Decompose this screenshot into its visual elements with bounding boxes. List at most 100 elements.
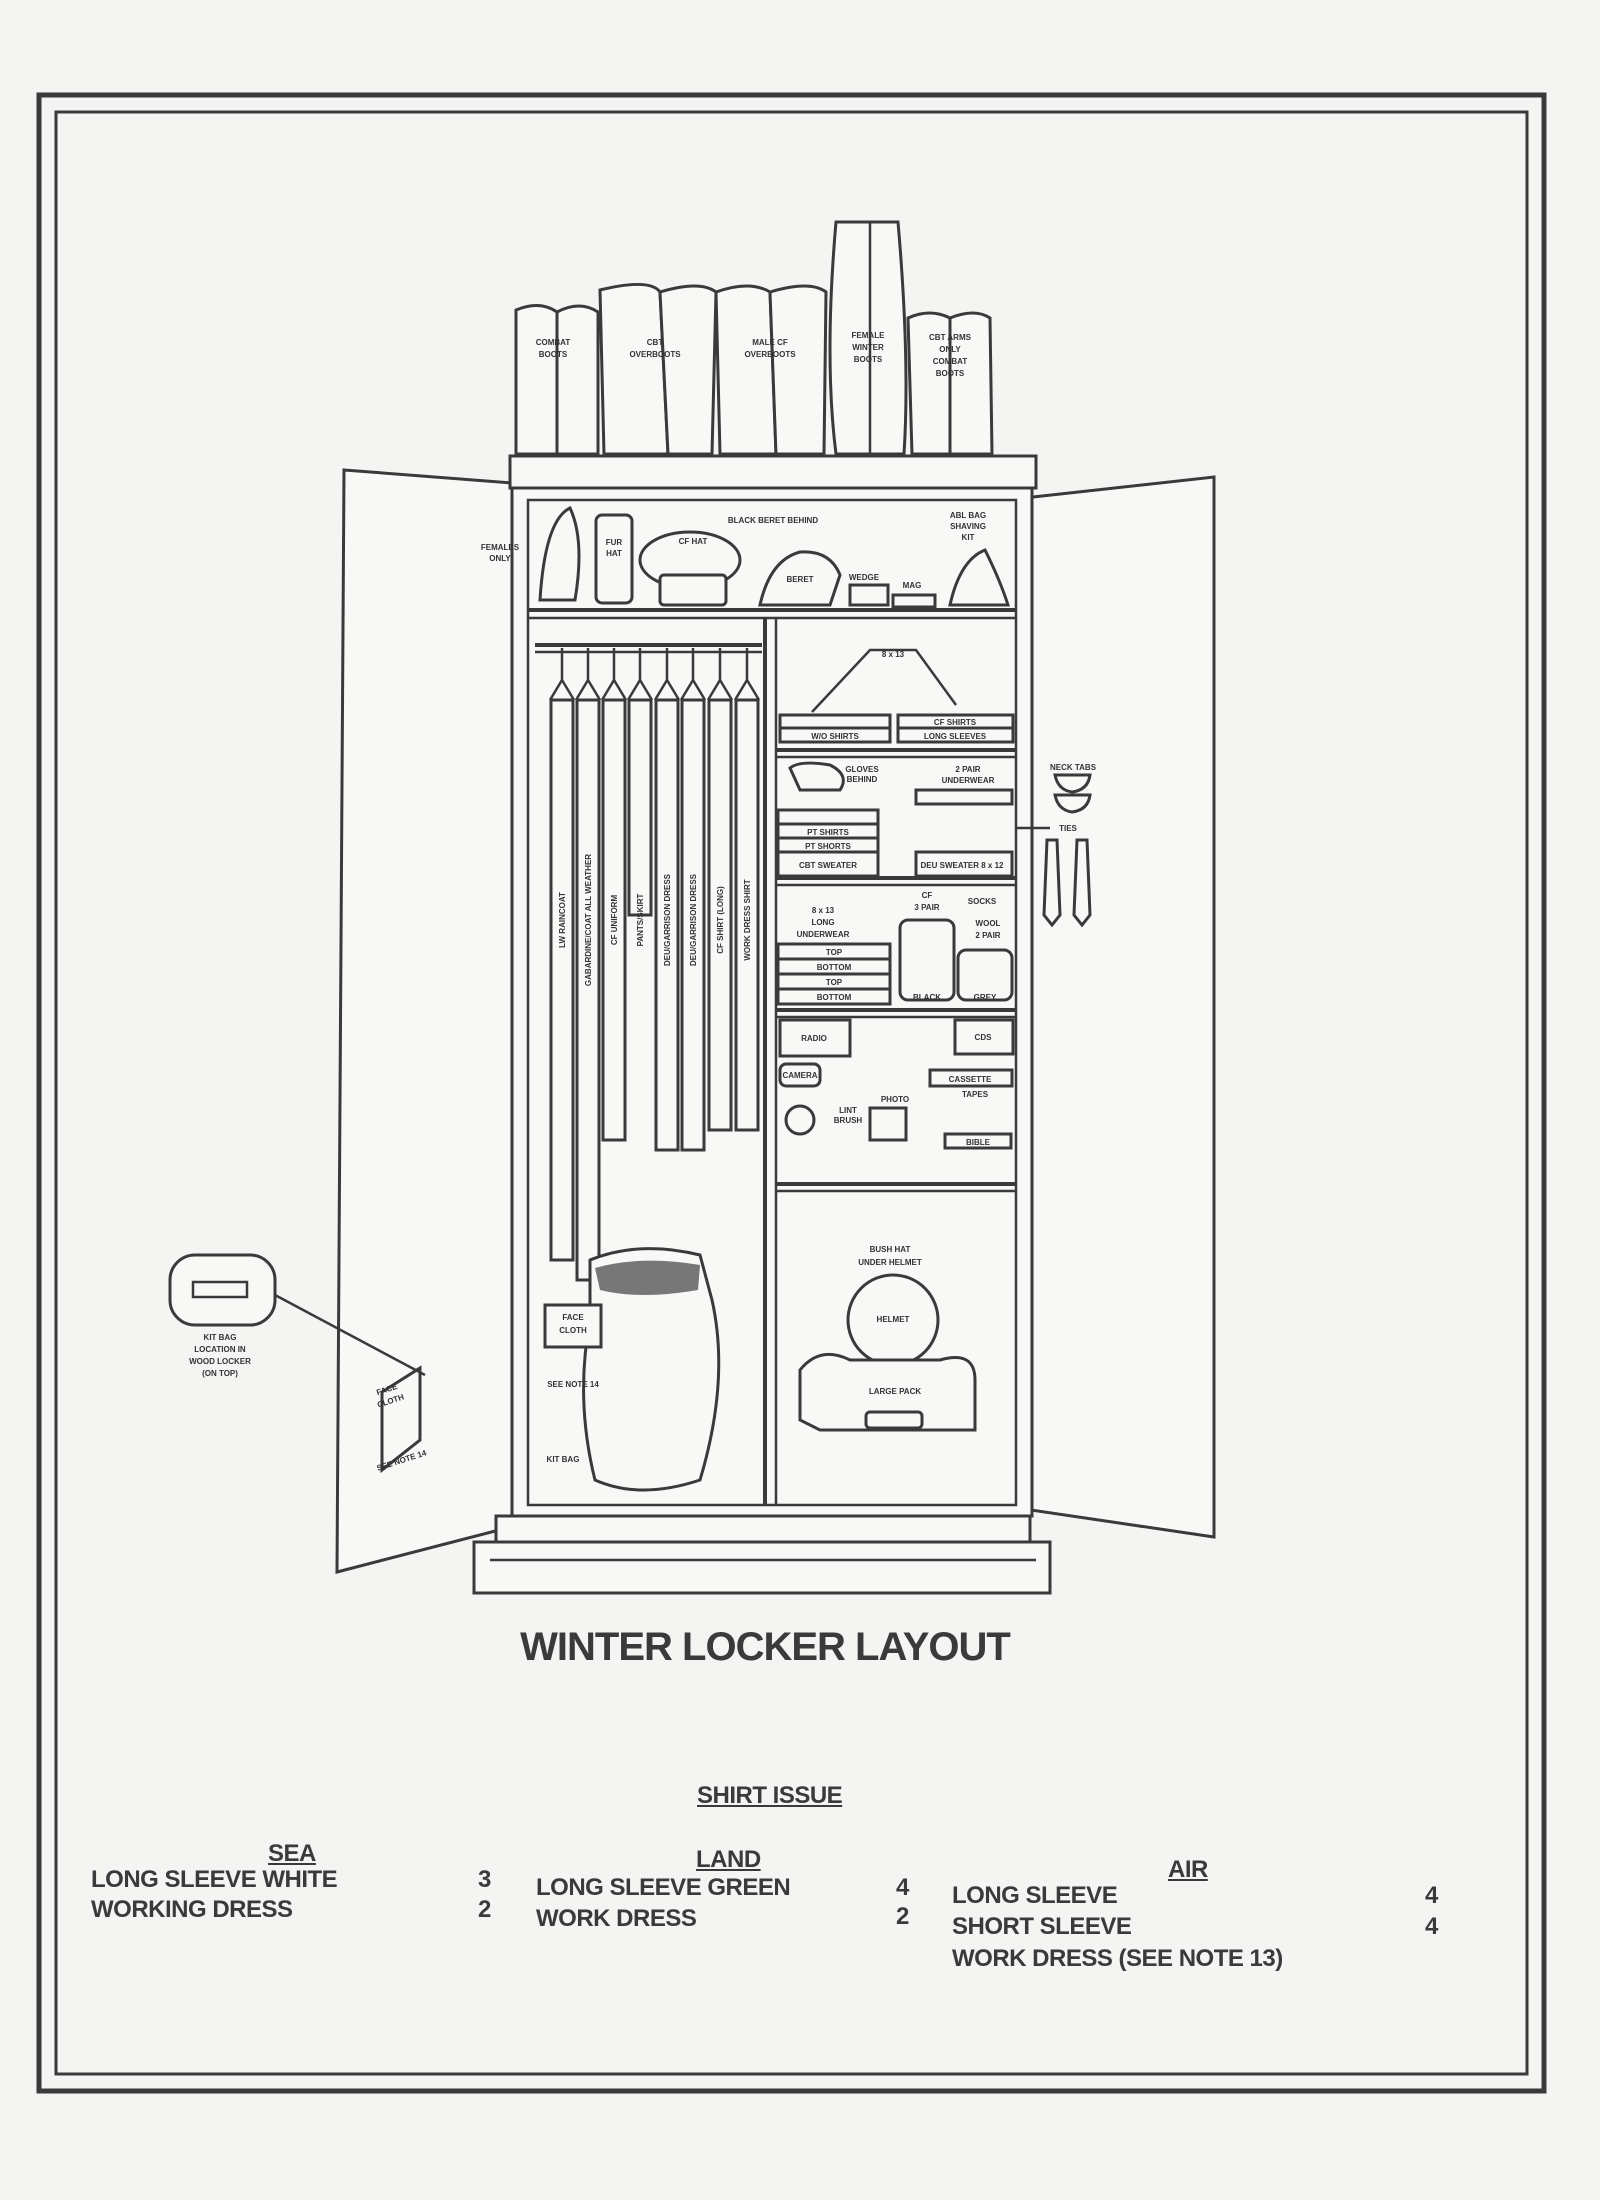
svg-text:PT SHORTS: PT SHORTS bbox=[805, 842, 851, 851]
svg-text:WEDGE: WEDGE bbox=[849, 573, 880, 582]
svg-text:MAG: MAG bbox=[903, 581, 922, 590]
combat-boots bbox=[514, 304, 600, 456]
svg-text:CAMERA: CAMERA bbox=[782, 1071, 817, 1080]
underwear-label: TOP bbox=[826, 978, 843, 987]
land-item: WORK DRESS bbox=[536, 1905, 697, 1932]
svg-text:FACECLOTH: FACECLOTH bbox=[559, 1313, 587, 1335]
svg-text:CF HAT: CF HAT bbox=[679, 537, 708, 546]
air-item: SHORT SLEEVE bbox=[952, 1913, 1132, 1940]
neck-tab bbox=[1053, 773, 1092, 794]
land-qty: 4 bbox=[896, 1874, 909, 1901]
svg-text:PHOTO: PHOTO bbox=[881, 1095, 909, 1104]
locker-plinth bbox=[494, 1514, 1032, 1544]
page-title: WINTER LOCKER LAYOUT bbox=[520, 1625, 1010, 1669]
boot-shelf bbox=[508, 454, 1038, 490]
left-door bbox=[335, 468, 528, 1574]
hanger-icon bbox=[653, 648, 681, 701]
hanger-icon bbox=[574, 648, 602, 701]
sea-item: LONG SLEEVE WHITE bbox=[91, 1866, 338, 1893]
garment-label: CF UNIFORM bbox=[610, 895, 619, 946]
hanging-garment bbox=[627, 698, 653, 917]
garment-label: WORK DRESS SHIRT bbox=[743, 879, 752, 960]
svg-text:8 x 13: 8 x 13 bbox=[882, 650, 905, 659]
bible bbox=[943, 1132, 1013, 1150]
photo-frame bbox=[868, 1106, 908, 1142]
svg-text:LONG SLEEVES: LONG SLEEVES bbox=[924, 732, 987, 741]
female-winter-boots bbox=[828, 220, 908, 456]
kit-bag-callout-icon bbox=[168, 1253, 277, 1327]
air-item: WORK DRESS (SEE NOTE 13) bbox=[952, 1945, 1283, 1972]
svg-text:BERET: BERET bbox=[786, 575, 813, 584]
deu-sweater bbox=[914, 850, 1014, 878]
svg-text:SEE NOTE 14: SEE NOTE 14 bbox=[547, 1380, 599, 1389]
wool-socks bbox=[956, 948, 1014, 1002]
svg-text:HELMET: HELMET bbox=[877, 1315, 910, 1324]
lint-brush bbox=[784, 1104, 816, 1136]
svg-text:KIT BAG: KIT BAG bbox=[547, 1455, 580, 1464]
outer-border bbox=[36, 92, 1547, 2094]
face-cloth-holder bbox=[380, 1365, 422, 1474]
air-heading: AIR bbox=[1168, 1856, 1208, 1883]
cassette-tapes bbox=[928, 1068, 1014, 1088]
right-shelves bbox=[776, 748, 1016, 1193]
hanging-garment bbox=[680, 698, 706, 1152]
svg-text:GREY: GREY bbox=[974, 993, 997, 1002]
svg-text:LARGE PACK: LARGE PACK bbox=[869, 1387, 922, 1396]
hanging-garment bbox=[575, 698, 601, 1282]
wo-shirts-stack bbox=[778, 726, 892, 744]
sea-heading: SEA bbox=[268, 1840, 316, 1867]
kit-bag bbox=[582, 1247, 721, 1492]
mag bbox=[891, 593, 937, 609]
svg-text:NECK TABS: NECK TABS bbox=[1050, 763, 1097, 772]
land-heading: LAND bbox=[696, 1846, 761, 1873]
svg-text:BLACK: BLACK bbox=[913, 993, 941, 1002]
cbt-arms-combat-boots bbox=[906, 311, 994, 456]
svg-text:W/O SHIRTS: W/O SHIRTS bbox=[811, 732, 859, 741]
locker-base bbox=[472, 1540, 1052, 1595]
svg-text:DEU SWEATER 8 x 12: DEU SWEATER 8 x 12 bbox=[921, 861, 1005, 870]
fur-hat bbox=[594, 513, 634, 605]
inner-border bbox=[54, 110, 1529, 2076]
svg-text:PT SHIRTS: PT SHIRTS bbox=[807, 828, 849, 837]
beret bbox=[758, 550, 842, 607]
female-hat bbox=[538, 505, 581, 602]
hanging-garments: LW RAINCOAT GABARDINE/COAT ALL WEATHER CF … bbox=[548, 648, 761, 1282]
garment-label: CF SHIRT (LONG) bbox=[716, 886, 725, 954]
svg-text:TIES: TIES bbox=[1059, 824, 1077, 833]
hanger-icon bbox=[626, 648, 654, 701]
underwear-item bbox=[776, 987, 892, 1006]
radio bbox=[778, 1018, 852, 1058]
male-cf-overboots bbox=[714, 284, 828, 456]
tie bbox=[1042, 838, 1062, 928]
tie bbox=[1072, 838, 1092, 928]
svg-text:CBT SWEATER: CBT SWEATER bbox=[799, 861, 857, 870]
svg-text:RADIO: RADIO bbox=[801, 1034, 827, 1043]
cf-shirts-stack bbox=[896, 726, 1015, 744]
underwear-label: BOTTOM bbox=[817, 993, 852, 1002]
svg-text:SOCKS: SOCKS bbox=[968, 897, 997, 906]
garment-label: GABARDINE/COAT ALL WEATHER bbox=[584, 854, 593, 986]
gloves bbox=[788, 761, 845, 792]
hanging-garment bbox=[707, 698, 733, 1132]
svg-text:CF3 PAIR: CF3 PAIR bbox=[914, 891, 939, 912]
abl-bag bbox=[948, 548, 1011, 607]
hanging-garment bbox=[549, 698, 575, 1262]
bag-face-cloth bbox=[543, 1303, 603, 1349]
garment-label: LW RAINCOAT bbox=[558, 892, 567, 948]
hanger-icon bbox=[679, 648, 707, 701]
underwear-stack bbox=[914, 788, 1014, 806]
hanging-garment bbox=[734, 698, 760, 1132]
svg-text:CDS: CDS bbox=[975, 1033, 993, 1042]
